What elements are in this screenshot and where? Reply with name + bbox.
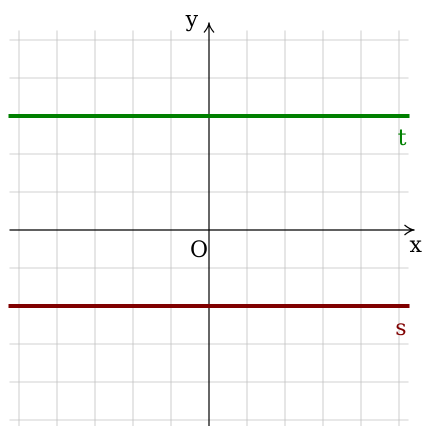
horizontal-lines	[8, 114, 410, 308]
y-axis-arrow-icon	[203, 22, 215, 33]
y-axis-label: y	[185, 8, 199, 33]
x-axis-arrow-icon	[404, 224, 415, 236]
line-label-t: t	[398, 126, 407, 151]
axes	[9, 22, 415, 426]
labels: y x O t s	[185, 8, 422, 342]
line-label-s: s	[395, 316, 406, 341]
x-axis-label: x	[410, 233, 422, 258]
origin-label: O	[190, 238, 208, 263]
